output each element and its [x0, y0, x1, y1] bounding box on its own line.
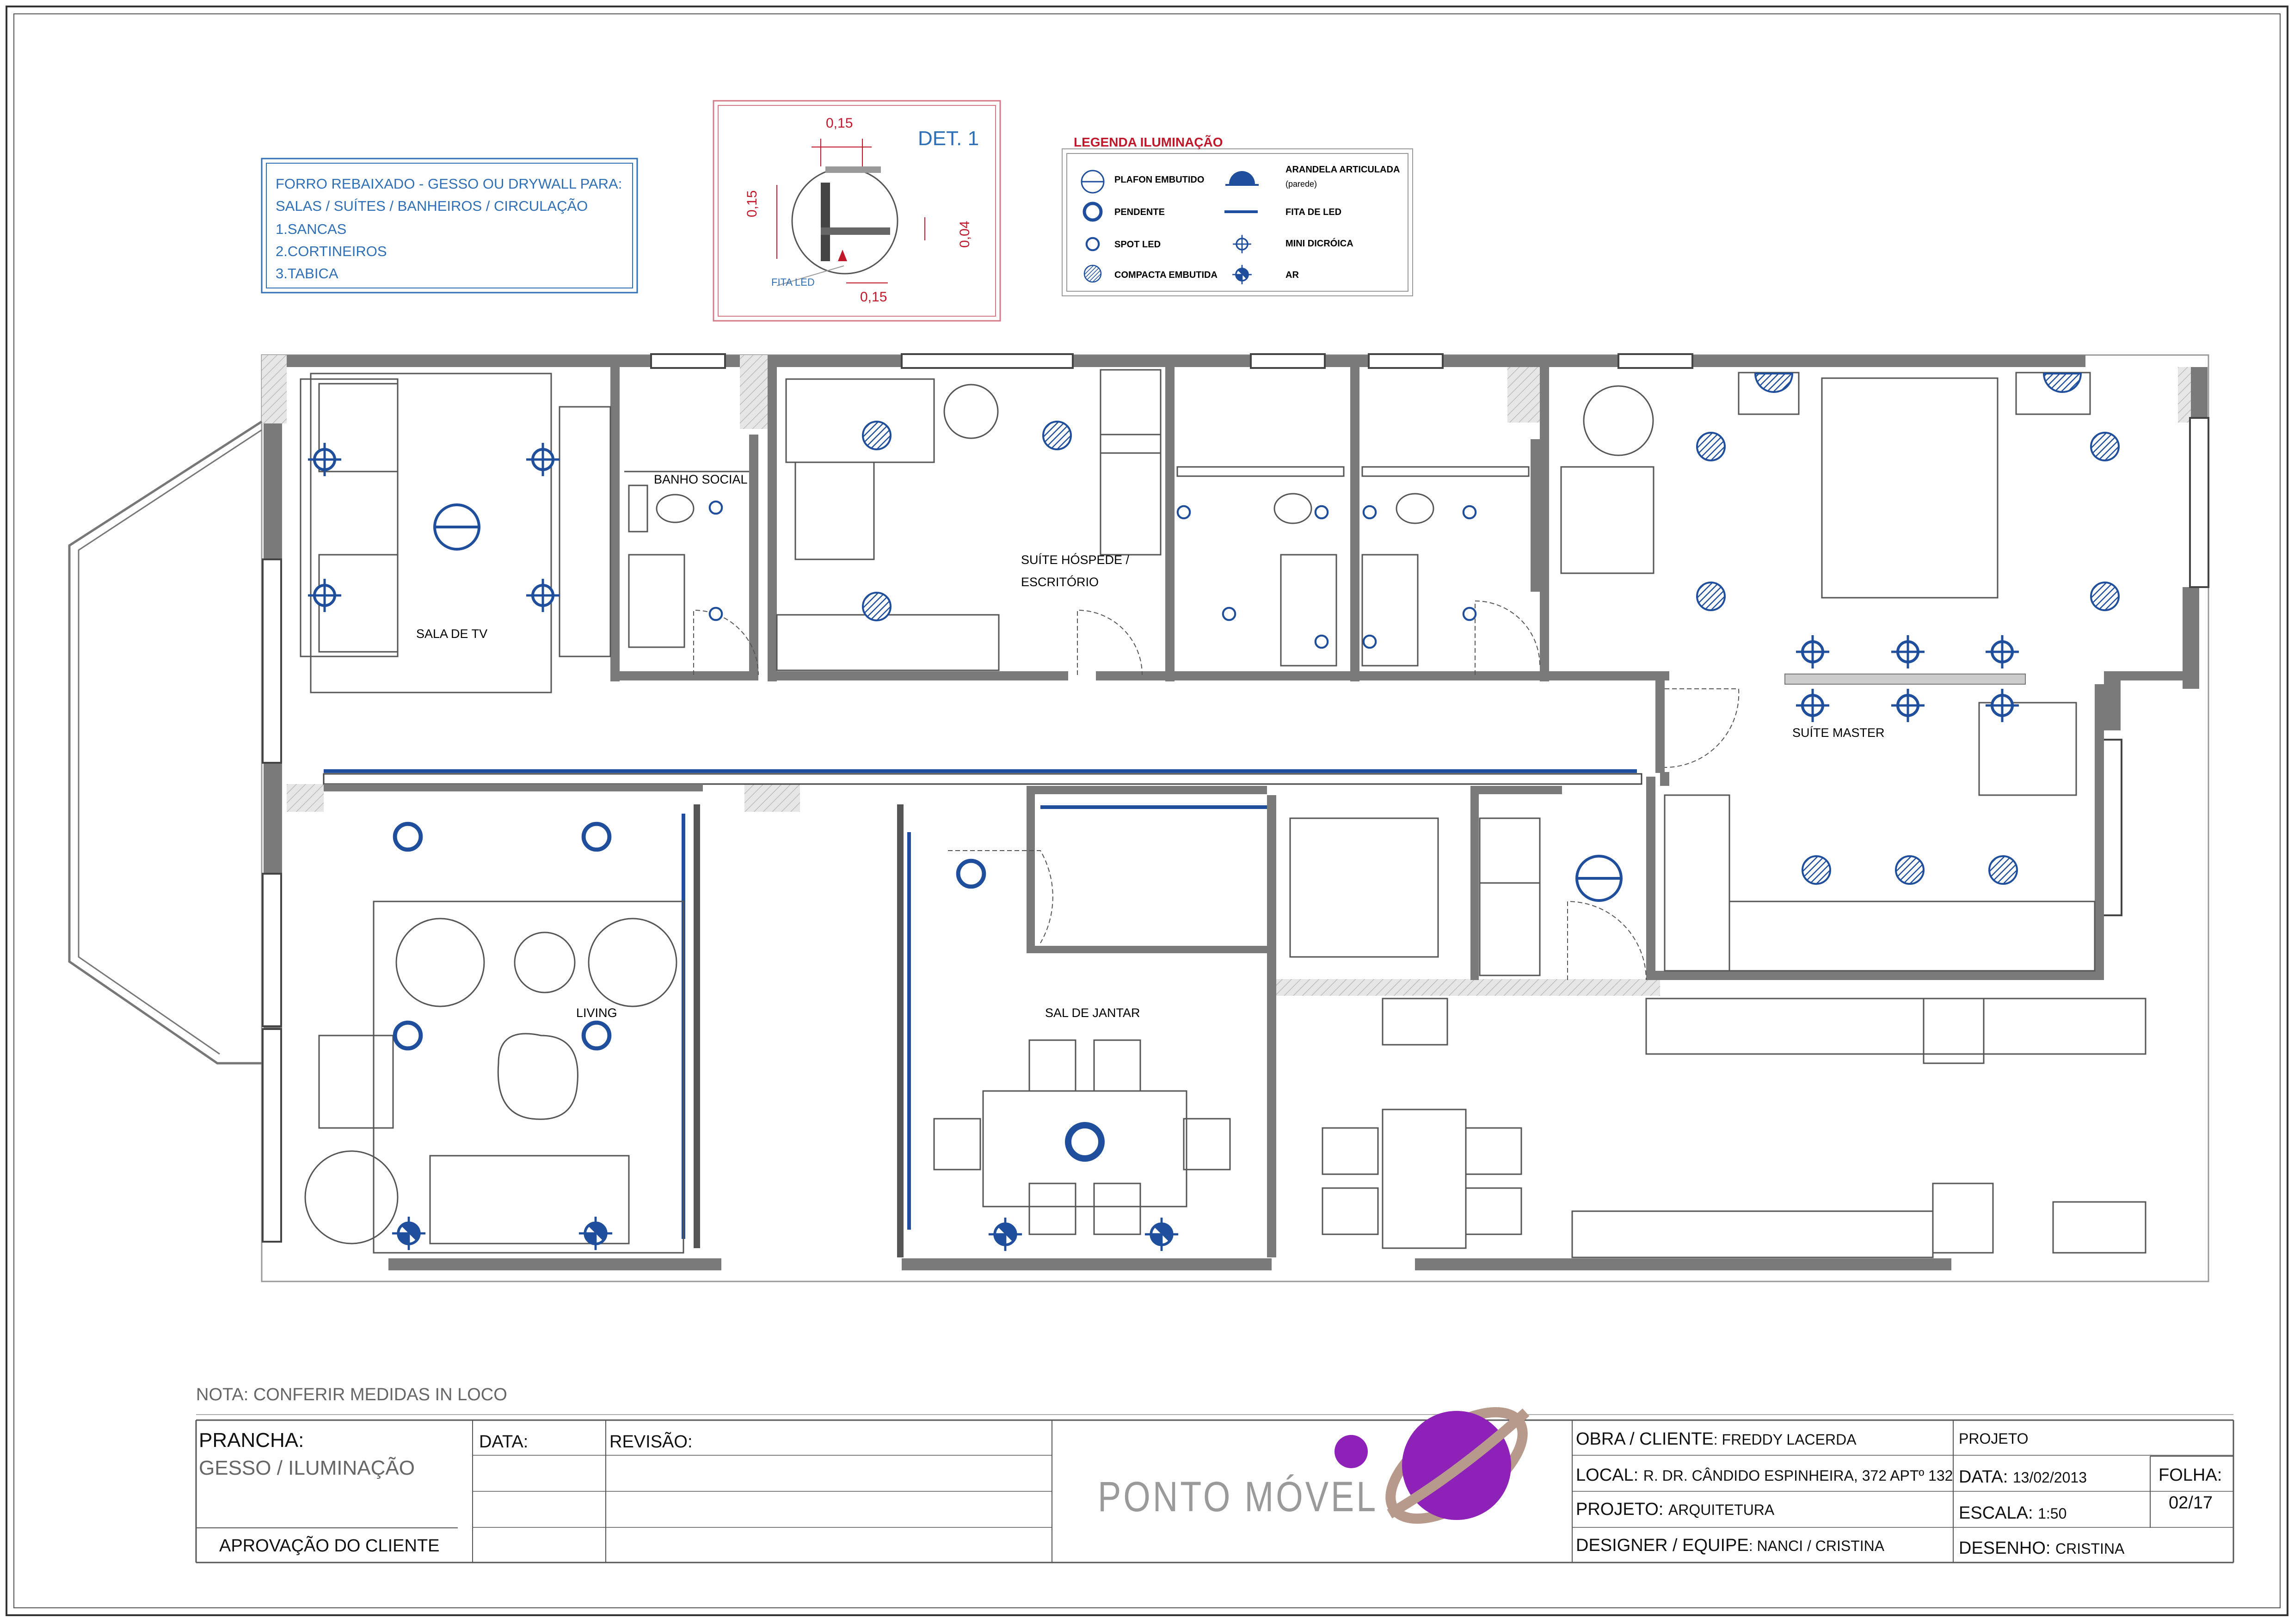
room-label-banho-social: BANHO SOCIAL — [654, 472, 748, 486]
notes-line-1: FORRO REBAIXADO - GESSO OU DRYWALL PARA: — [276, 176, 622, 192]
notes-line-2: SALAS / SUÍTES / BANHEIROS / CIRCULAÇÃO — [276, 198, 588, 214]
plan-walls — [68, 353, 2209, 1282]
desenho-value: CRISTINA — [2055, 1540, 2125, 1557]
nota-text: NOTA: CONFERIR MEDIDAS IN LOCO — [196, 1385, 507, 1404]
detail-title: DET. 1 — [918, 127, 979, 150]
detail-dim-left: 0,15 — [744, 190, 760, 217]
prancha-value: GESSO / ILUMINAÇÃO — [199, 1457, 415, 1479]
notes-line-3: 1.SANCAS — [276, 221, 347, 237]
folha-label: FOLHA: — [2159, 1465, 2222, 1485]
projeto-label-text: PROJETO: — [1576, 1500, 1664, 1519]
legend-label-arandela-sub: (parede) — [1285, 179, 1317, 189]
logo-text: PONTO MÓVEL — [1098, 1473, 1378, 1520]
prancha-label: PRANCHA: — [199, 1429, 304, 1452]
ponto-movel-logo-icon — [1335, 1407, 1530, 1524]
local-value: R. DR. CÂNDIDO ESPINHEIRA, 372 APTº 132 — [1643, 1467, 1953, 1484]
desenho-label-text: DESENHO: — [1959, 1538, 2051, 1558]
legend-label-arandela: ARANDELA ARTICULADA — [1285, 165, 1400, 175]
plafon-embutido-icon — [435, 505, 479, 549]
detail-dim-bottom: 0,15 — [860, 289, 887, 305]
room-label-sala-tv: SALA DE TV — [416, 627, 488, 641]
plafon-embutido-icon — [1577, 856, 1621, 901]
obra-label-text: OBRA / CLIENTE — [1576, 1429, 1714, 1449]
escala-value: 1:50 — [2038, 1505, 2067, 1522]
data-label: DATA: — [479, 1432, 529, 1452]
detail-led-label: FITA LED — [771, 276, 815, 288]
detail-dim-top: 0,15 — [826, 116, 853, 131]
local-label: LOCAL: R. DR. CÂNDIDO ESPINHEIRA, 372 AP… — [1576, 1466, 1953, 1484]
obra-label: OBRA / CLIENTE: FREDDY LACERDA — [1576, 1430, 1857, 1448]
obra-value: : FREDDY LACERDA — [1713, 1431, 1857, 1448]
lighting-fixtures — [308, 373, 2120, 1251]
detail-1-drawing — [713, 100, 1001, 322]
room-label-escritorio: ESCRITÓRIO — [1021, 575, 1099, 589]
legend-label-compacta: COMPACTA EMBUTIDA — [1114, 270, 1218, 280]
folha-value: 02/17 — [2169, 1493, 2213, 1513]
escala-label-text: ESCALA: — [1959, 1503, 2033, 1523]
sheet-inner-border — [13, 13, 2281, 1608]
door-swings — [693, 600, 1740, 981]
sheet-outer-border — [6, 6, 2288, 1616]
legend-label-ar: AR — [1285, 270, 1299, 280]
legend-box — [1062, 148, 1413, 296]
legend-label-pendente: PENDENTE — [1114, 207, 1165, 217]
data2-label-text: DATA: — [1959, 1467, 2008, 1487]
notes-box-frame — [261, 158, 638, 294]
legend-label-spot: SPOT LED — [1114, 239, 1161, 250]
room-label-suite-master: SUÍTE MASTER — [1792, 726, 1885, 740]
notes-line-5: 3.TABICA — [276, 265, 338, 282]
title-block-lines — [195, 1414, 2234, 1563]
legend-label-dicroica: MINI DICRÓICA — [1285, 239, 1353, 249]
projeto-header: PROJETO — [1959, 1430, 2029, 1447]
escala-label: ESCALA: 1:50 — [1959, 1504, 2066, 1522]
data2-value: 13/02/2013 — [2012, 1469, 2087, 1486]
designer-label: DESIGNER / EQUIPE: NANCI / CRISTINA — [1576, 1537, 1884, 1554]
projeto-label: PROJETO: ARQUITETURA — [1576, 1501, 1774, 1518]
legend-label-fita: FITA DE LED — [1285, 207, 1342, 217]
notes-line-4: 2.CORTINEIROS — [276, 243, 387, 259]
pendente-icon — [1068, 1125, 1101, 1158]
desenho-label: DESENHO: CRISTINA — [1959, 1539, 2124, 1557]
room-label-suite-hospede: SUÍTE HÓSPEDE / — [1021, 553, 1130, 567]
legend-label-plafon: PLAFON EMBUTIDO — [1114, 175, 1205, 185]
designer-value: : NANCI / CRISTINA — [1748, 1538, 1885, 1554]
plan-furniture — [300, 369, 2146, 1258]
aprovacao-label: APROVAÇÃO DO CLIENTE — [219, 1536, 440, 1556]
legend-title: LEGENDA ILUMINAÇÃO — [1074, 135, 1223, 149]
local-label-text: LOCAL: — [1576, 1465, 1639, 1485]
data2-label: DATA: 13/02/2013 — [1959, 1468, 2087, 1486]
room-label-living: LIVING — [576, 1006, 617, 1020]
projeto-value: ARQUITETURA — [1668, 1501, 1775, 1518]
revisao-label: REVISÃO: — [609, 1432, 693, 1452]
room-label-sal-jantar: SAL DE JANTAR — [1045, 1006, 1140, 1020]
designer-label-text: DESIGNER / EQUIPE — [1576, 1536, 1749, 1555]
detail-dim-right: 0,04 — [957, 221, 972, 248]
